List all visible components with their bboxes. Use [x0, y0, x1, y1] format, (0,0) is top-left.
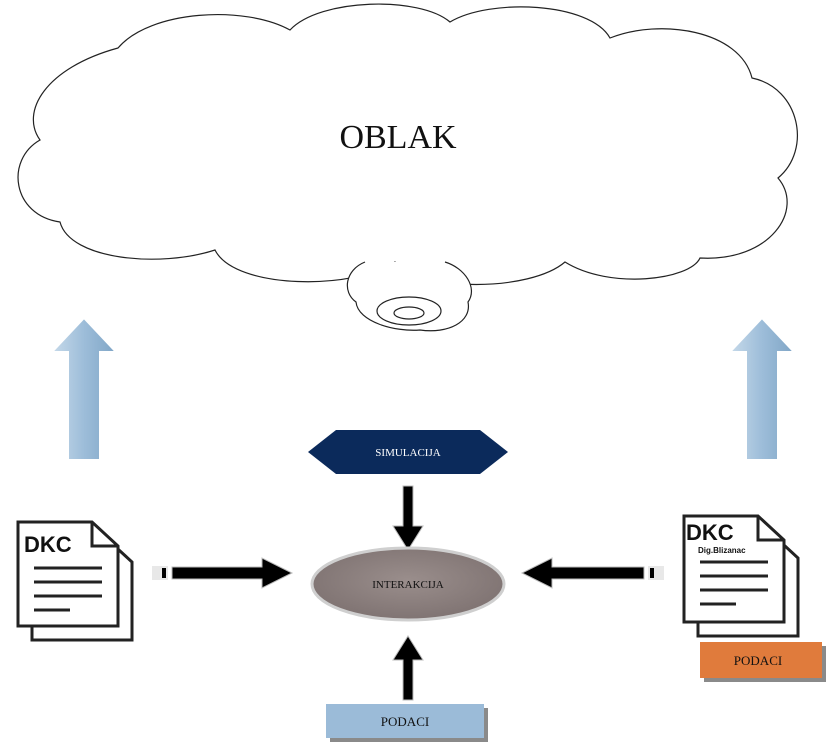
- document-icon-left: [16, 520, 134, 642]
- data-box-bottom: [326, 704, 488, 742]
- data-box-bottom-label: PODACI: [381, 714, 429, 729]
- arrow-data-to-interaction: [392, 635, 424, 701]
- left-document-title: DKC: [24, 532, 72, 557]
- right-document-subtitle: Dig.Blizanac: [698, 546, 746, 555]
- arrow-simulation-to-interaction: [392, 485, 424, 551]
- simulation-shape: [308, 430, 508, 474]
- cloud-shape: [17, 3, 798, 332]
- interaction-label: INTERAKCIJA: [372, 579, 444, 591]
- cloud-label: OBLAK: [339, 119, 457, 156]
- right-document-title: DKC: [686, 520, 734, 545]
- data-box-right-label: PODACI: [734, 653, 782, 668]
- document-icon-right: [682, 514, 800, 638]
- interaction-shape: [310, 546, 506, 622]
- up-arrow-right: [727, 316, 797, 461]
- up-arrow-left: [49, 316, 119, 461]
- arrow-left-to-interaction: [152, 557, 294, 589]
- data-box-right: [700, 642, 826, 682]
- simulation-label: SIMULACIJA: [375, 447, 440, 459]
- arrow-right-to-interaction: [520, 557, 664, 589]
